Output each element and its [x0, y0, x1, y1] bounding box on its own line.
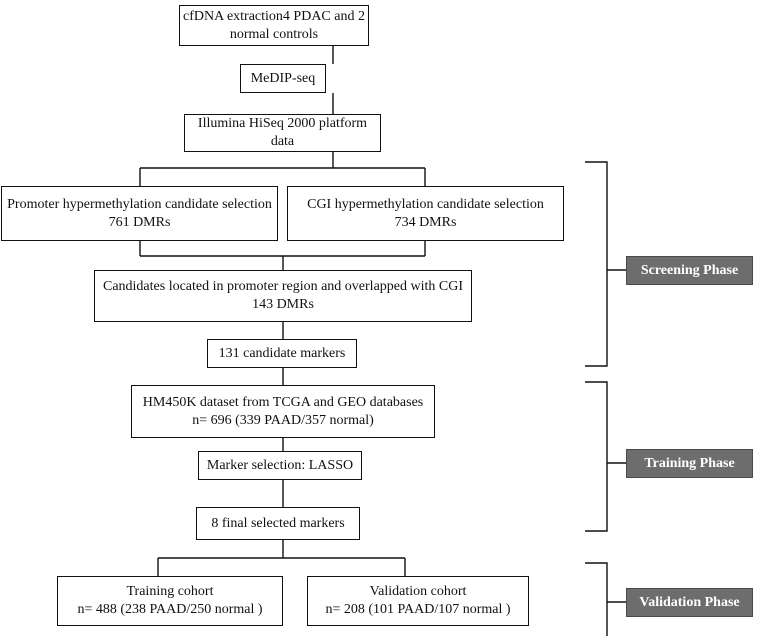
cgi-line1: CGI hypermethylation candidate selection	[307, 196, 544, 212]
validation-cohort-line1: Validation cohort	[369, 584, 467, 599]
medip-line1: MeDIP-seq	[250, 70, 316, 86]
illumina-box: Illumina HiSeq 2000 platform data	[184, 114, 381, 152]
lasso-line1: Marker selection: LASSO	[206, 457, 354, 473]
validation-bracket	[585, 562, 626, 636]
training-cohort-box: Training cohort n= 488 (238 PAAD/250 nor…	[57, 576, 283, 626]
extraction-box: cfDNA extraction4 PDAC and 2 normal cont…	[179, 5, 369, 46]
overlap-box: Candidates located in promoter region an…	[94, 270, 472, 322]
overlap-line2: 143 DMRs	[252, 297, 314, 312]
lasso-box: Marker selection: LASSO	[198, 451, 362, 480]
screening-bracket	[585, 161, 608, 367]
training-bracket	[585, 381, 608, 532]
training-phase-label: Training Phase	[626, 449, 753, 478]
candidates-line1: 131 candidate markers	[218, 345, 346, 361]
medip-box: MeDIP-seq	[240, 64, 326, 93]
hm450k-box: HM450K dataset from TCGA and GEO databas…	[131, 385, 435, 438]
promoter-line2: 761 DMRs	[108, 214, 171, 230]
training-cohort-line2: n= 488 (238 PAAD/250 normal )	[77, 602, 263, 617]
extraction-line1: cfDNA extraction4 PDAC and 2	[183, 8, 365, 24]
promoter-box: Promoter hypermethylation candidate sele…	[1, 186, 278, 241]
validation-cohort-box: Validation cohort n= 208 (101 PAAD/107 n…	[307, 576, 529, 626]
cgi-box: CGI hypermethylation candidate selection…	[287, 186, 564, 241]
overlap-line1: Candidates located in promoter region an…	[102, 279, 463, 294]
candidates-box: 131 candidate markers	[207, 339, 357, 368]
cgi-line2: 734 DMRs	[394, 214, 457, 230]
hm450k-line2: n= 696 (339 PAAD/357 normal)	[192, 412, 374, 428]
illumina-line2: data	[270, 134, 295, 149]
promoter-line1: Promoter hypermethylation candidate sele…	[7, 196, 272, 212]
validation-cohort-line2: n= 208 (101 PAAD/107 normal )	[325, 602, 511, 617]
validation-phase-label: Validation Phase	[626, 588, 753, 617]
screening-phase-label: Screening Phase	[626, 256, 753, 285]
training-cohort-line1: Training cohort	[126, 584, 214, 599]
final-line1: 8 final selected markers	[211, 515, 345, 531]
hm450k-line1: HM450K dataset from TCGA and GEO databas…	[142, 394, 424, 410]
extraction-line2: normal controls	[229, 26, 319, 42]
illumina-line1: Illumina HiSeq 2000 platform	[197, 116, 368, 131]
final-box: 8 final selected markers	[196, 507, 360, 540]
